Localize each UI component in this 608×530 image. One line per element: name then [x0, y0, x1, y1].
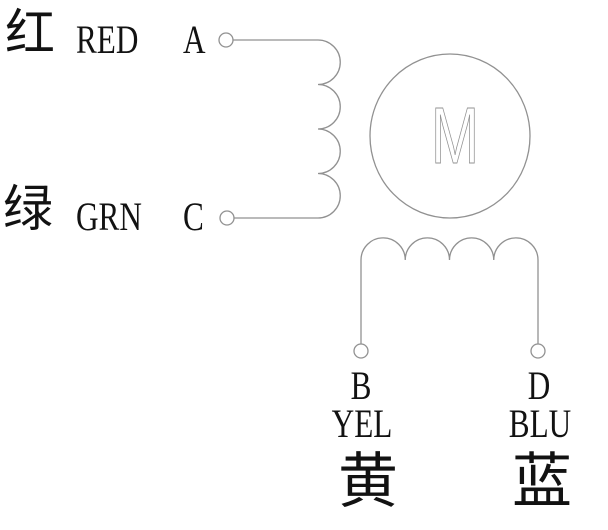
- blue-wire-cn-label: 蓝: [512, 449, 572, 515]
- yellow-wire-cn-label: 黄: [338, 449, 398, 515]
- red-wire-cn-label: 红: [5, 5, 55, 61]
- terminal-a-node: [218, 32, 234, 48]
- terminal-c-label: C: [183, 194, 204, 239]
- terminal-c-node: [219, 210, 235, 226]
- green-wire-abbr-label: GRN: [76, 194, 142, 239]
- winding-ac-coil-icon: [317, 39, 341, 219]
- terminal-b-label: B: [350, 363, 372, 408]
- winding-bd-coil-icon: [360, 237, 539, 344]
- terminal-d-node: [530, 343, 546, 359]
- blue-wire-abbr-label: BLU: [508, 401, 572, 446]
- yellow-wire-abbr-label: YEL: [331, 401, 393, 446]
- motor-letter: M: [431, 91, 479, 180]
- green-wire-cn-label: 绿: [3, 181, 53, 237]
- red-wire-abbr-label: RED: [76, 17, 139, 62]
- terminal-b-node: [353, 343, 369, 359]
- terminal-a-label: A: [183, 17, 206, 62]
- terminal-d-label: D: [527, 363, 551, 408]
- motor-body-circle: [369, 53, 531, 219]
